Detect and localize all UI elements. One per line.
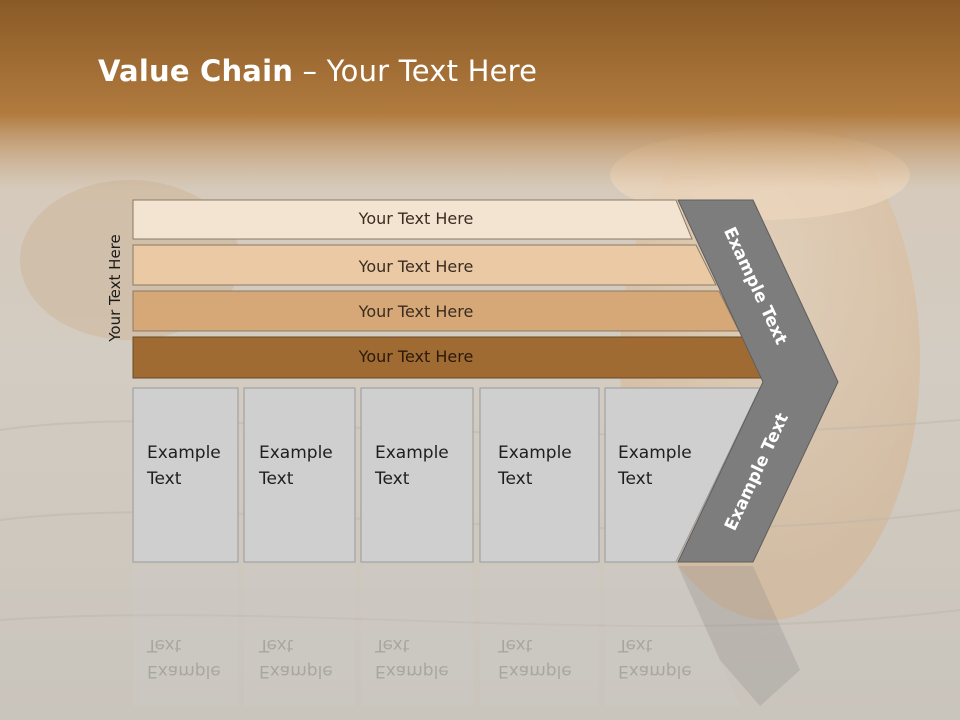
cell-3-line2: Text bbox=[375, 469, 410, 489]
cell-reflection-4 bbox=[480, 566, 599, 706]
cell-reflection-1 bbox=[133, 566, 238, 706]
cell-2-line1: Example bbox=[259, 443, 333, 463]
cell-5-line1: Example bbox=[618, 443, 692, 463]
cell-3-refl-line1: Example bbox=[375, 661, 449, 681]
cell-2-reflection: Example Text bbox=[259, 632, 333, 684]
cell-reflection-5 bbox=[605, 566, 740, 706]
cell-reflection-3 bbox=[361, 566, 473, 706]
title-bold: Value Chain bbox=[98, 54, 294, 88]
cell-4-line1: Example bbox=[498, 443, 572, 463]
cell-2-line2: Text bbox=[259, 469, 294, 489]
cell-4-reflection: Example Text bbox=[498, 632, 572, 684]
cell-4-refl-line2: Text bbox=[498, 635, 533, 655]
title-rest: – Your Text Here bbox=[293, 54, 538, 88]
cell-reflection-2 bbox=[244, 566, 355, 706]
cell-1-reflection: Example Text bbox=[147, 632, 221, 684]
cell-3-refl-line2: Text bbox=[375, 635, 410, 655]
cell-3-reflection: Example Text bbox=[375, 632, 449, 684]
chevron-arrow bbox=[677, 199, 839, 563]
cell-3-text: Example Text bbox=[375, 440, 449, 492]
cell-5-text: Example Text bbox=[618, 440, 692, 492]
cell-1-refl-line2: Text bbox=[147, 635, 182, 655]
cell-4-refl-line1: Example bbox=[498, 661, 572, 681]
cell-2 bbox=[243, 387, 356, 563]
slide-title: Value Chain – Your Text Here bbox=[98, 54, 537, 88]
cell-5-line2: Text bbox=[618, 469, 653, 489]
chevron-reflection bbox=[678, 566, 800, 706]
cell-1-line1: Example bbox=[147, 443, 221, 463]
cell-5-refl-line1: Example bbox=[618, 661, 692, 681]
cell-5 bbox=[604, 387, 761, 563]
cell-1 bbox=[132, 387, 239, 563]
cell-3 bbox=[360, 387, 474, 563]
bar-1 bbox=[132, 199, 693, 240]
cell-4-line2: Text bbox=[498, 469, 533, 489]
bar-1-label: Your Text Here bbox=[358, 209, 474, 228]
bar-2 bbox=[132, 244, 717, 286]
reflection-group bbox=[133, 566, 800, 706]
cell-1-line2: Text bbox=[147, 469, 182, 489]
cell-4-text: Example Text bbox=[498, 440, 572, 492]
cell-2-text: Example Text bbox=[259, 440, 333, 492]
bar-4-label: Your Text Here bbox=[358, 347, 474, 366]
cell-2-refl-line1: Example bbox=[259, 661, 333, 681]
cell-5-refl-line2: Text bbox=[618, 635, 653, 655]
cell-5-reflection: Example Text bbox=[618, 632, 692, 684]
bar-2-label: Your Text Here bbox=[358, 257, 474, 276]
cell-3-line1: Example bbox=[375, 443, 449, 463]
cell-1-refl-line1: Example bbox=[147, 661, 221, 681]
cell-2-refl-line2: Text bbox=[259, 635, 294, 655]
cell-1-text: Example Text bbox=[147, 440, 221, 492]
cell-4 bbox=[479, 387, 600, 563]
bar-3-label: Your Text Here bbox=[358, 302, 474, 321]
